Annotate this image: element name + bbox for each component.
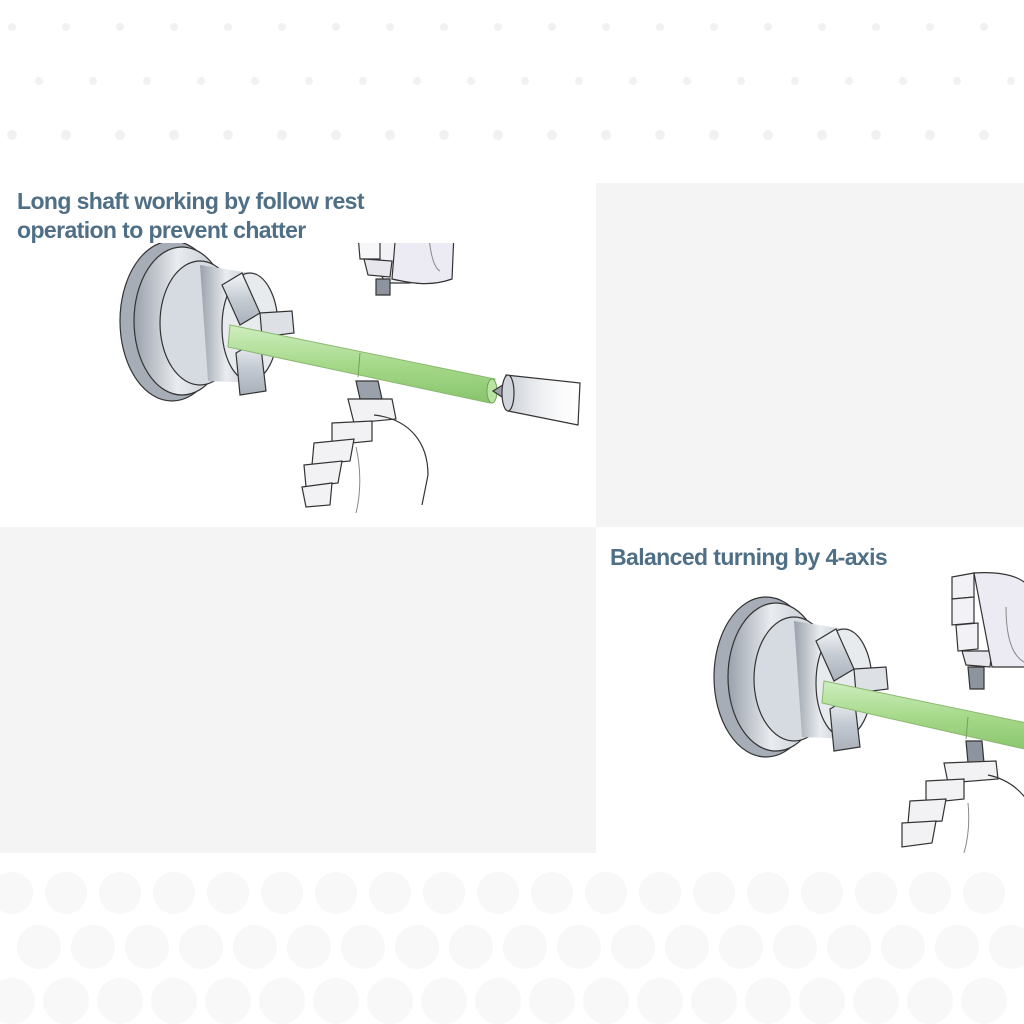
lower-turret-tool	[901, 740, 1024, 853]
caption-4-axis: Balanced turning by 4-axis	[610, 543, 1010, 572]
workpiece-shaft	[821, 680, 1024, 750]
caption-line: operation to prevent chatter	[17, 217, 306, 243]
tailstock-center	[491, 374, 581, 426]
caption-line: Balanced turning by 4-axis	[610, 544, 888, 570]
lower-follow-rest-jaw	[301, 380, 429, 514]
panel-empty-top-right	[596, 183, 1024, 527]
bottom-halftone-pattern	[0, 872, 1024, 1024]
panel-4-axis: Balanced turning by 4-axis	[596, 527, 1024, 853]
lathe-follow-rest-illustration	[119, 243, 581, 514]
upper-turret-tool	[951, 572, 1024, 690]
top-dot-pattern	[7, 23, 1015, 140]
caption-line: Long shaft working by follow rest	[17, 188, 365, 214]
chuck	[119, 243, 295, 402]
panel-empty-bottom-left	[0, 527, 596, 853]
panel-follow-rest: Long shaft working by follow rest operat…	[0, 183, 596, 527]
upper-follow-rest-jaw	[358, 243, 455, 296]
chuck	[713, 596, 889, 758]
lathe-4-axis-illustration	[713, 572, 1024, 853]
caption-follow-rest: Long shaft working by follow rest operat…	[17, 187, 417, 245]
